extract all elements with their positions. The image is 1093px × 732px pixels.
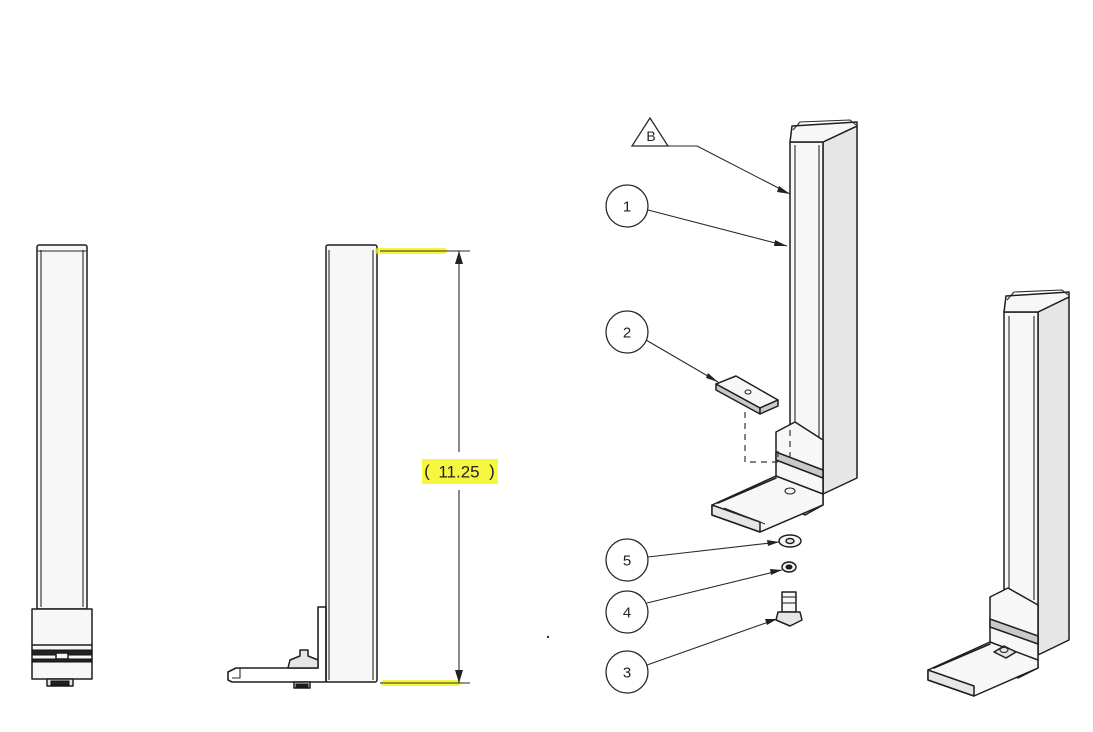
balloon-5-label: 5 — [623, 553, 631, 570]
front-view — [31, 244, 93, 687]
revision-letter: B — [646, 128, 655, 144]
assembled-isometric-view — [927, 289, 1070, 697]
balloon-4: 4 — [605, 569, 783, 634]
balloon-3: 3 — [605, 618, 778, 694]
bolt-head — [775, 611, 803, 627]
revision-marker-b: B — [630, 116, 791, 195]
dimension-value: 11.25 — [438, 463, 479, 482]
balloon-1-label: 1 — [623, 199, 631, 216]
balloon-5: 5 — [605, 538, 780, 582]
tube-top-face — [789, 121, 858, 143]
balloon-4-label: 4 — [623, 605, 631, 622]
balloon-1: 1 — [605, 184, 788, 247]
dimension-value-highlight — [422, 459, 498, 484]
bolt-shank — [781, 591, 797, 613]
balloon-2-label: 2 — [623, 325, 631, 342]
overall-height-dimension: ( 11.25 ) — [380, 250, 498, 684]
balloon-3-label: 3 — [623, 665, 631, 682]
exploded-isometric-view — [711, 119, 858, 627]
balloon-2: 2 — [605, 310, 719, 383]
dimension-close-paren: ) — [489, 462, 495, 481]
side-view — [227, 244, 378, 689]
stray-mark — [546, 635, 550, 639]
tube-right-face — [822, 125, 858, 495]
dimension-open-paren: ( — [424, 462, 430, 481]
